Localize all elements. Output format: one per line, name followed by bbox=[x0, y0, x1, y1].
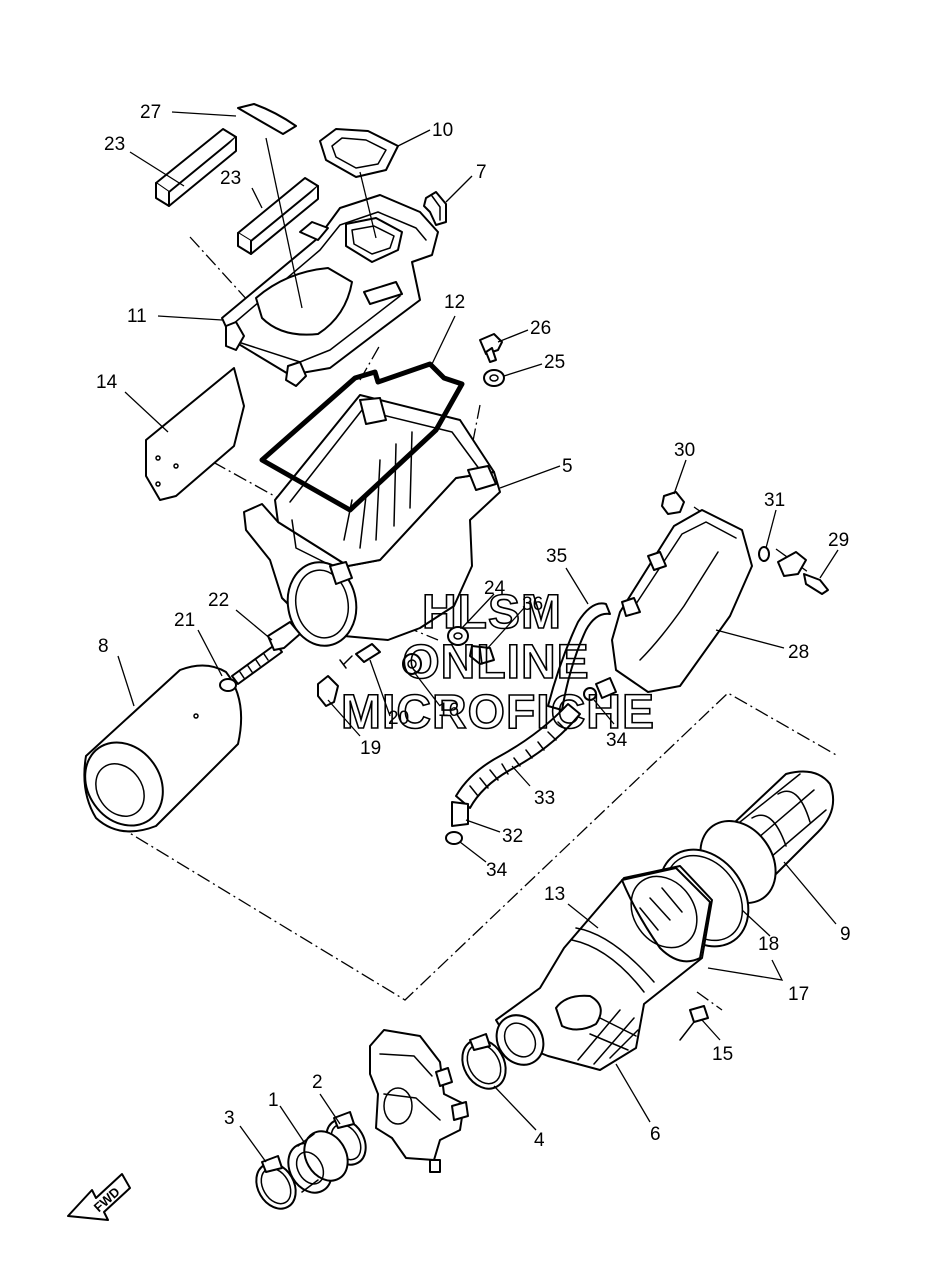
callout-29: 29 bbox=[828, 530, 849, 551]
part-8-air-filter-element bbox=[83, 664, 243, 833]
part-20-hose bbox=[339, 643, 381, 669]
part-6-intake-joint bbox=[495, 865, 713, 1071]
callout-3: 3 bbox=[224, 1108, 235, 1129]
carburetor-reference bbox=[369, 1029, 469, 1173]
callout-14: 14 bbox=[96, 372, 118, 393]
part-10-duct-seal bbox=[319, 128, 399, 178]
callout-32: 32 bbox=[502, 826, 523, 847]
callout-1: 1 bbox=[268, 1090, 279, 1111]
part-36-fitting bbox=[469, 645, 495, 665]
callout-21: 21 bbox=[174, 610, 195, 631]
callout-8: 8 bbox=[98, 636, 109, 657]
watermark-line-2: ONLINE bbox=[402, 636, 589, 689]
callout-16: 16 bbox=[438, 700, 459, 721]
callout-35: 35 bbox=[546, 546, 567, 567]
callout-34: 34 bbox=[486, 860, 508, 881]
callout-11: 11 bbox=[127, 306, 147, 327]
callout-9: 9 bbox=[840, 924, 851, 945]
part-5-air-filter-case bbox=[243, 394, 501, 647]
callout-4: 4 bbox=[534, 1130, 545, 1151]
part-26-bolt bbox=[479, 333, 503, 363]
callout-19: 19 bbox=[360, 738, 381, 759]
callout-36: 36 bbox=[522, 594, 543, 615]
leader-lines bbox=[117, 111, 839, 1163]
callout-24: 24 bbox=[484, 578, 506, 599]
callout-33: 33 bbox=[534, 788, 555, 809]
callout-18: 18 bbox=[758, 934, 779, 955]
callout-6: 6 bbox=[650, 1124, 661, 1145]
callout-17: 17 bbox=[788, 984, 809, 1005]
watermark-line-3: MICROFICHE bbox=[341, 686, 655, 739]
watermark: HLSM ONLINE MICROFICHE bbox=[340, 585, 655, 740]
callout-numbers: 27 23 23 10 7 11 12 26 25 14 5 30 31 29 … bbox=[96, 102, 851, 1151]
callout-5: 5 bbox=[562, 456, 573, 477]
callout-20: 20 bbox=[388, 708, 409, 729]
watermark-line-1: HLSM bbox=[422, 586, 562, 639]
part-28-breather-tank bbox=[595, 509, 753, 699]
callout-15: 15 bbox=[712, 1044, 733, 1065]
callout-26: 26 bbox=[530, 318, 551, 339]
callout-30: 30 bbox=[674, 440, 695, 461]
callout-7: 7 bbox=[476, 162, 487, 183]
callout-10: 10 bbox=[432, 120, 453, 141]
part-11-airbox-cap bbox=[221, 194, 439, 387]
part-16-plug bbox=[402, 653, 422, 675]
part-24-grommet bbox=[447, 626, 469, 646]
part-15-rivet bbox=[679, 1005, 709, 1041]
callout-25: 25 bbox=[544, 352, 565, 373]
callout-2: 2 bbox=[312, 1072, 323, 1093]
part-19-clamp bbox=[317, 675, 339, 707]
part-7-clip bbox=[423, 191, 447, 226]
part-4-hose-clamp bbox=[461, 1033, 507, 1090]
part-34-clamp-lower bbox=[445, 831, 463, 845]
part-31-washer bbox=[758, 546, 770, 562]
part-21-washer bbox=[219, 678, 237, 692]
part-34-clamp-upper bbox=[583, 687, 597, 701]
callout-23: 23 bbox=[104, 134, 125, 155]
callout-22: 22 bbox=[208, 590, 229, 611]
callout-31: 31 bbox=[764, 490, 785, 511]
part-23-seal-strip-lower bbox=[237, 177, 319, 255]
callout-13: 13 bbox=[544, 884, 565, 905]
part-1-carburetor-joint bbox=[287, 1130, 349, 1194]
callout-34: 34 bbox=[606, 730, 628, 751]
part-25-grommet bbox=[483, 369, 505, 387]
callout-23: 23 bbox=[220, 168, 241, 189]
part-35-hose bbox=[547, 602, 611, 711]
part-30-nut bbox=[661, 491, 685, 515]
part-23-seal-strip-upper bbox=[155, 128, 237, 207]
fwd-direction-arrow: FWD bbox=[67, 1173, 131, 1221]
part-32-hose-clip bbox=[451, 801, 469, 827]
part-14-side-plate bbox=[145, 367, 245, 501]
callout-12: 12 bbox=[444, 292, 465, 313]
part-27-decal bbox=[237, 103, 297, 135]
part-33-breather-hose bbox=[455, 703, 581, 809]
part-3-clamp bbox=[255, 1155, 297, 1210]
part-22-bolt bbox=[231, 621, 301, 685]
callout-28: 28 bbox=[788, 642, 809, 663]
part-12-gasket bbox=[259, 361, 465, 513]
callout-27: 27 bbox=[140, 102, 161, 123]
part-29-bracket bbox=[777, 551, 829, 595]
